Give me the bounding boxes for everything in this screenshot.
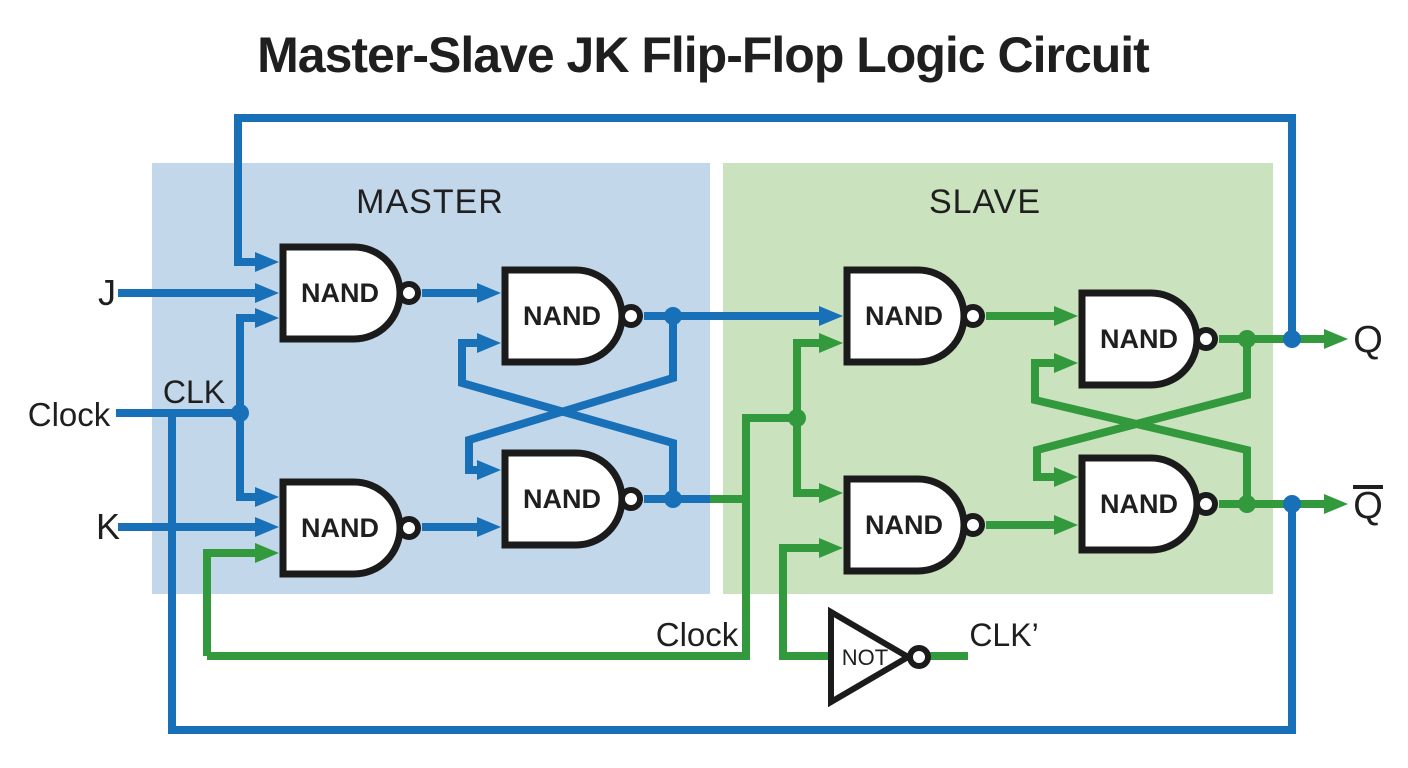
slave-input-nand-bottom: NAND [843,475,985,575]
slave-input-nand-top: NAND [843,266,985,366]
qbar-output-wire [1219,494,1348,514]
clk-branch-up-wire [236,308,279,413]
inversion-bubble [1194,492,1218,516]
gate-label: NAND [301,278,379,308]
qbar-label-text: Q [1353,485,1383,527]
qbar-blue-junction-dot [1283,495,1301,513]
j-label-text: J [98,272,116,313]
master-cross-a-wire [465,316,677,480]
k-input-wire [118,517,279,537]
clk-branch-up-wire-arrowhead [255,308,279,328]
diagram-title: Master-Slave JK Flip-Flop Logic Circuit [257,27,1150,83]
q-green-junction-dot [1238,330,1256,348]
q-blue-junction-dot [1283,330,1301,348]
master-latch-nand-top: NAND [501,266,643,366]
master-latch-nand-bottom: NAND [501,449,643,549]
slave-nand5-to-nand7-wire [986,306,1078,326]
clock-bottom-label: Clock [656,616,739,653]
clock-junction-dot [231,404,249,422]
q-output-wire [1219,329,1348,349]
clk-label: CLK [163,374,225,410]
j-input-wire-arrowhead [255,283,279,303]
qbar-green-junction-dot [1238,495,1256,513]
nand6-bottom-not-wire-arrowhead [819,538,843,558]
clk-prime-label: CLK’ [969,617,1038,653]
slave-nand6-to-nand8-wire [986,515,1078,535]
nand2-bottom-feed-wire [203,543,279,656]
clock-bottom-label-text: Clock [656,616,739,653]
master-cross-b-wire [458,333,677,499]
master-cross-a-wire-arrowhead [477,460,501,480]
slave-cross-b-wire-arrowhead [1054,353,1078,373]
q-output-wire-arrowhead [1324,329,1348,349]
master-bot-junction-dot [664,490,682,508]
q-label-text: Q [1353,319,1383,361]
master-region-label: MASTER [356,183,504,221]
k-label-text: K [96,506,120,547]
clk-branch-down-wire-arrowhead [255,487,279,507]
nand6-top-feed-wire [793,418,843,503]
clock-label-text: Clock [28,396,111,433]
slave-nand6-to-nand8-wire-arrowhead [1054,515,1078,535]
k-input-wire-arrowhead [255,517,279,537]
nand2-bottom-feed-wire-arrowhead [255,543,279,563]
gate-label: NAND [301,513,379,543]
gate-label: NAND [523,484,601,514]
nand5-bottom-feed-wire-arrowhead [819,333,843,353]
master-top-junction-dot [664,307,682,325]
gate-label: NAND [865,301,943,331]
slave-cross-b-wire [1031,353,1251,504]
inversion-bubble [961,513,985,537]
master-nand2-to-nand4-wire [422,517,501,537]
qbar-feedback-bottom-wire [168,413,1296,734]
k-label: K [96,506,120,547]
master-cross-b-wire-arrowhead [477,333,501,353]
clkbar-junction-dot [788,409,806,427]
j-input-wire [118,283,279,303]
nand5-bottom-feed-wire [793,333,843,418]
inversion-bubble [397,281,421,305]
slave-nand5-to-nand7-wire-arrowhead [1054,306,1078,326]
master-input-nand-j: NAND [279,243,421,343]
j-label: J [98,272,116,313]
clk-branch-down-wire [236,413,279,507]
slave-cross-a-wire-arrowhead [1054,467,1078,487]
not-gate-body [828,606,914,708]
inversion-bubble [619,487,643,511]
nand6-top-feed-wire-arrowhead [819,483,843,503]
gate-label: NOT [842,645,888,670]
q-label: Q [1353,319,1383,361]
clock-not-gate: NOT [828,606,931,708]
master-region: MASTER [152,163,710,594]
master-input-nand-k: NAND [279,478,421,578]
q-feedback-top-wire-arrowhead [255,252,279,272]
master-nand1-to-nand3-wire [422,283,501,303]
qbar-label: Q [1353,485,1383,527]
inversion-bubble [397,516,421,540]
gate-label: NAND [1100,324,1178,354]
slave-cross-a-wire [1033,339,1251,487]
gate-label: NAND [1100,489,1178,519]
clk-prime-label-text: CLK’ [969,617,1038,653]
gate-label: NAND [523,301,601,331]
inversion-bubble [961,304,985,328]
clock-riser-wire [207,414,797,660]
master-nand1-to-nand3-wire-arrowhead [477,283,501,303]
q-feedback-top-wire [234,114,1296,339]
nand6-bottom-not-wire [779,538,843,660]
gate-label: NAND [865,510,943,540]
slave-latch-nand-top: NAND [1078,289,1218,389]
master-nand2-to-nand4-wire-arrowhead [477,517,501,537]
inversion-bubble [619,304,643,328]
inversion-bubble [1194,327,1218,351]
master-to-slave-wire-arrowhead [819,306,843,326]
qbar-output-wire-arrowhead [1324,494,1348,514]
clk-label-text: CLK [163,374,225,410]
slave-latch-nand-bottom: NAND [1078,454,1218,554]
clock-label: Clock [28,396,111,433]
inversion-bubble [907,645,931,669]
slave-region-label: SLAVE [929,183,1041,221]
